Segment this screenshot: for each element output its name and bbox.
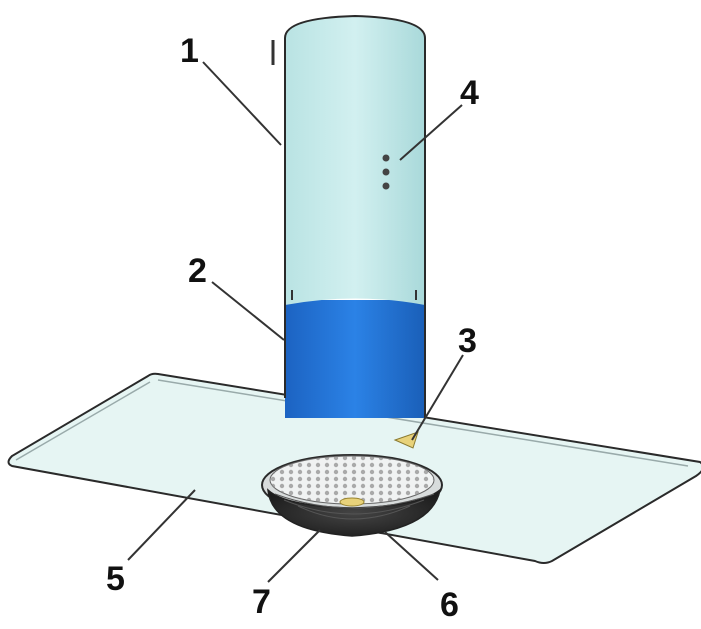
callout-5: 5 bbox=[106, 560, 125, 598]
chimney-lower-section bbox=[284, 295, 426, 418]
callout-labels: 1 2 3 4 5 6 7 bbox=[106, 32, 479, 624]
filter-assembly bbox=[261, 431, 443, 537]
leader-line-7 bbox=[267, 529, 321, 583]
callout-3: 3 bbox=[458, 322, 477, 360]
leader-line-6 bbox=[384, 531, 439, 581]
lamp-icon bbox=[339, 497, 365, 507]
callout-4: 4 bbox=[460, 74, 479, 112]
leader-line-3 bbox=[411, 354, 464, 441]
control-button-icon bbox=[382, 168, 390, 176]
leader-line-1 bbox=[202, 61, 282, 146]
lamp-icon bbox=[393, 431, 419, 449]
control-button-icon bbox=[382, 154, 390, 162]
leader-line-5 bbox=[127, 489, 196, 561]
leader-line-4 bbox=[399, 104, 463, 161]
chimney-upper-section bbox=[271, 14, 426, 305]
control-panel bbox=[382, 154, 390, 190]
callout-7: 7 bbox=[252, 583, 271, 621]
leader-line-2 bbox=[211, 281, 285, 341]
callout-6: 6 bbox=[440, 586, 459, 624]
callout-1: 1 bbox=[180, 32, 199, 70]
callout-2: 2 bbox=[188, 252, 207, 290]
leader-lines bbox=[127, 61, 464, 583]
control-button-icon bbox=[382, 182, 390, 190]
